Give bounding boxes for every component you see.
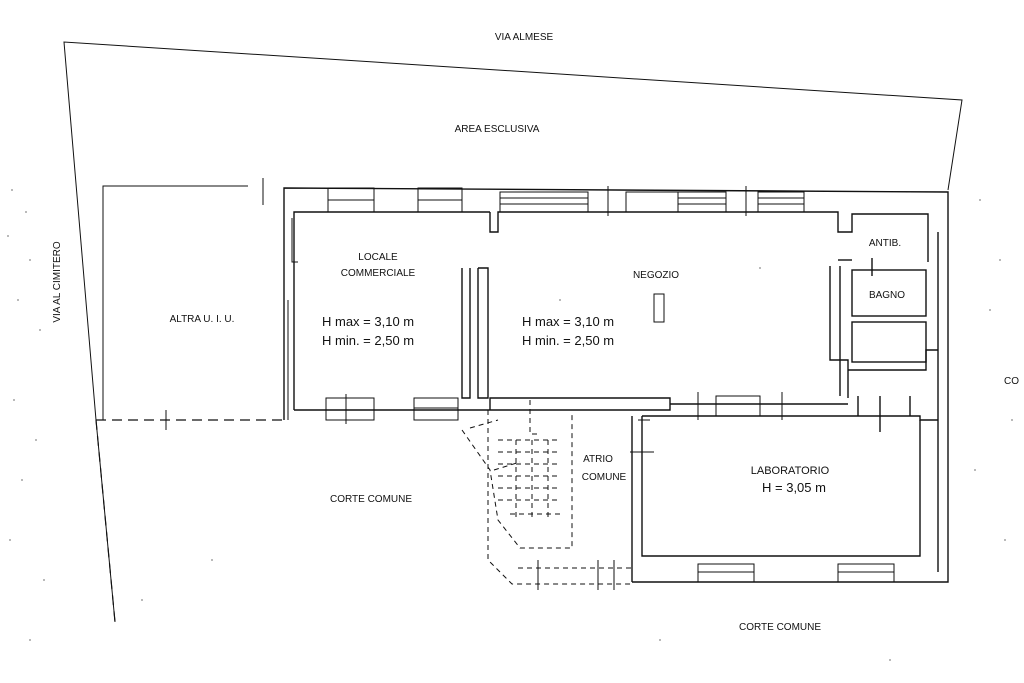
south-windows [325,392,783,424]
street-west-label: VIA AL CIMITERO [52,241,63,323]
locale-name-line2: COMMERCIALE [341,268,416,279]
negozio-hmin: H min. = 2,50 m [522,333,614,348]
shared-court-bottom-label: CORTE COMUNE [739,622,821,633]
laboratorio-name: LABORATORIO [751,465,830,477]
bagno-label: BAGNO [869,290,905,301]
negozio-hmax: H max = 3,10 m [522,314,614,329]
other-unit-outline [102,178,264,420]
laboratorio-height: H = 3,05 m [762,480,826,495]
area-exclusive-label: AREA ESCLUSIVA [455,124,540,135]
building-walls [283,187,949,583]
other-unit-label: ALTRA U. I. U. [170,314,235,325]
atrio-name-line1: ATRIO [583,454,613,465]
north-windows [327,186,805,216]
street-north-label: VIA ALMESE [495,32,554,43]
scan-noise [7,189,1013,661]
wall-details [287,218,665,453]
atrio-name-line2: COMUNE [582,472,627,483]
street-east-label: CO [1004,376,1019,387]
lab-windows [697,563,895,583]
negozio-name: NEGOZIO [633,270,679,281]
antibagno-label: ANTIB. [869,238,901,249]
lot-boundary [63,41,963,623]
shared-court-left-label: CORTE COMUNE [330,494,412,505]
locale-hmax: H max = 3,10 m [322,314,414,329]
staircase [461,400,632,590]
locale-hmin: H min. = 2,50 m [322,333,414,348]
locale-name-line1: LOCALE [358,252,398,263]
